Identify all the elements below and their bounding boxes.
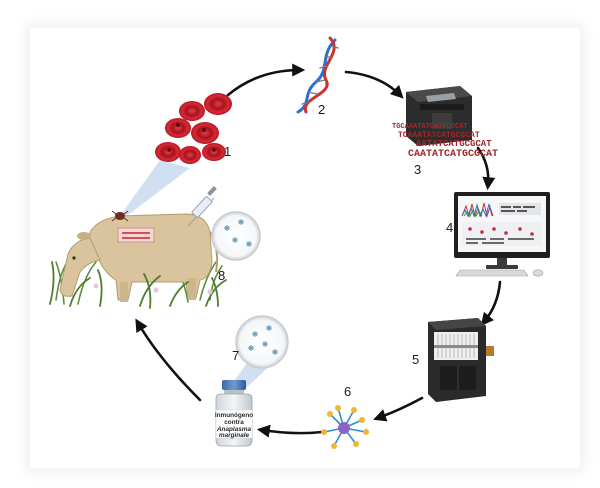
step-number-6: 6 [344,384,351,399]
cow-illustration [49,185,227,309]
vaccine-vial: Inmunógeno contra Anaplasma marginale [215,380,253,447]
red-blood-cell [165,118,191,138]
zoom-cone-blood [120,160,190,218]
peptide-synthesizer [428,318,494,402]
red-blood-cells [155,93,232,164]
step-number-4: 4 [446,220,453,235]
sequence-reads: TGCAAATATCATGCGCAT TCAAATATCATGCGCAT AAT… [392,123,498,160]
step-number-3: 3 [414,162,421,177]
red-blood-cell [202,143,226,161]
vial-label-line-2: contra [224,419,244,426]
keyboard [455,269,529,277]
step-number-5: 5 [412,352,419,367]
sequence-read-2: TCAAATATCATGCGCAT [398,131,480,140]
arrow-2-to-3 [344,70,404,99]
arrow-3-to-4 [476,146,496,191]
immunogen-molecule-icon [321,405,369,449]
arrow-1-to-2 [226,63,306,97]
arrow-4-to-5 [480,280,502,327]
sequence-read-4: CAATATCATGCGCAT [408,149,498,160]
magnified-antigen-injection [211,211,261,261]
sequencer-machine [406,86,472,146]
vial-label-line-4: marginale [219,432,250,439]
red-blood-cell [204,93,232,115]
red-blood-cell [191,122,219,144]
cycle-arrows [135,63,502,438]
step-number-8: 8 [218,268,225,283]
arrow-5-to-6 [373,396,424,422]
sequence-read-1: TGCAAATATCATGCGCAT [392,123,468,131]
mouse [532,269,544,277]
syringe-icon [187,185,217,227]
magnified-antigen-circle [235,315,289,369]
step-number-2: 2 [318,102,325,117]
computer-workstation [454,192,550,277]
red-blood-cell [179,101,205,121]
chromatogram-graphic [461,202,494,218]
alignment-graphic [462,222,542,246]
step-number-7: 7 [232,348,239,363]
vial-label-line-1: Inmunógeno [215,412,253,419]
red-blood-cell [155,142,181,162]
dna-helix-icon [296,36,339,114]
vial-label-line-3: Anaplasma [216,426,252,433]
arrow-6-to-7 [256,424,324,438]
tick-icon [111,210,129,222]
red-blood-cell [179,146,201,164]
step-number-1: 1 [224,144,231,159]
arrow-7-to-8 [135,318,202,402]
sequence-read-3: AATATCATGCGCAT [416,139,492,149]
